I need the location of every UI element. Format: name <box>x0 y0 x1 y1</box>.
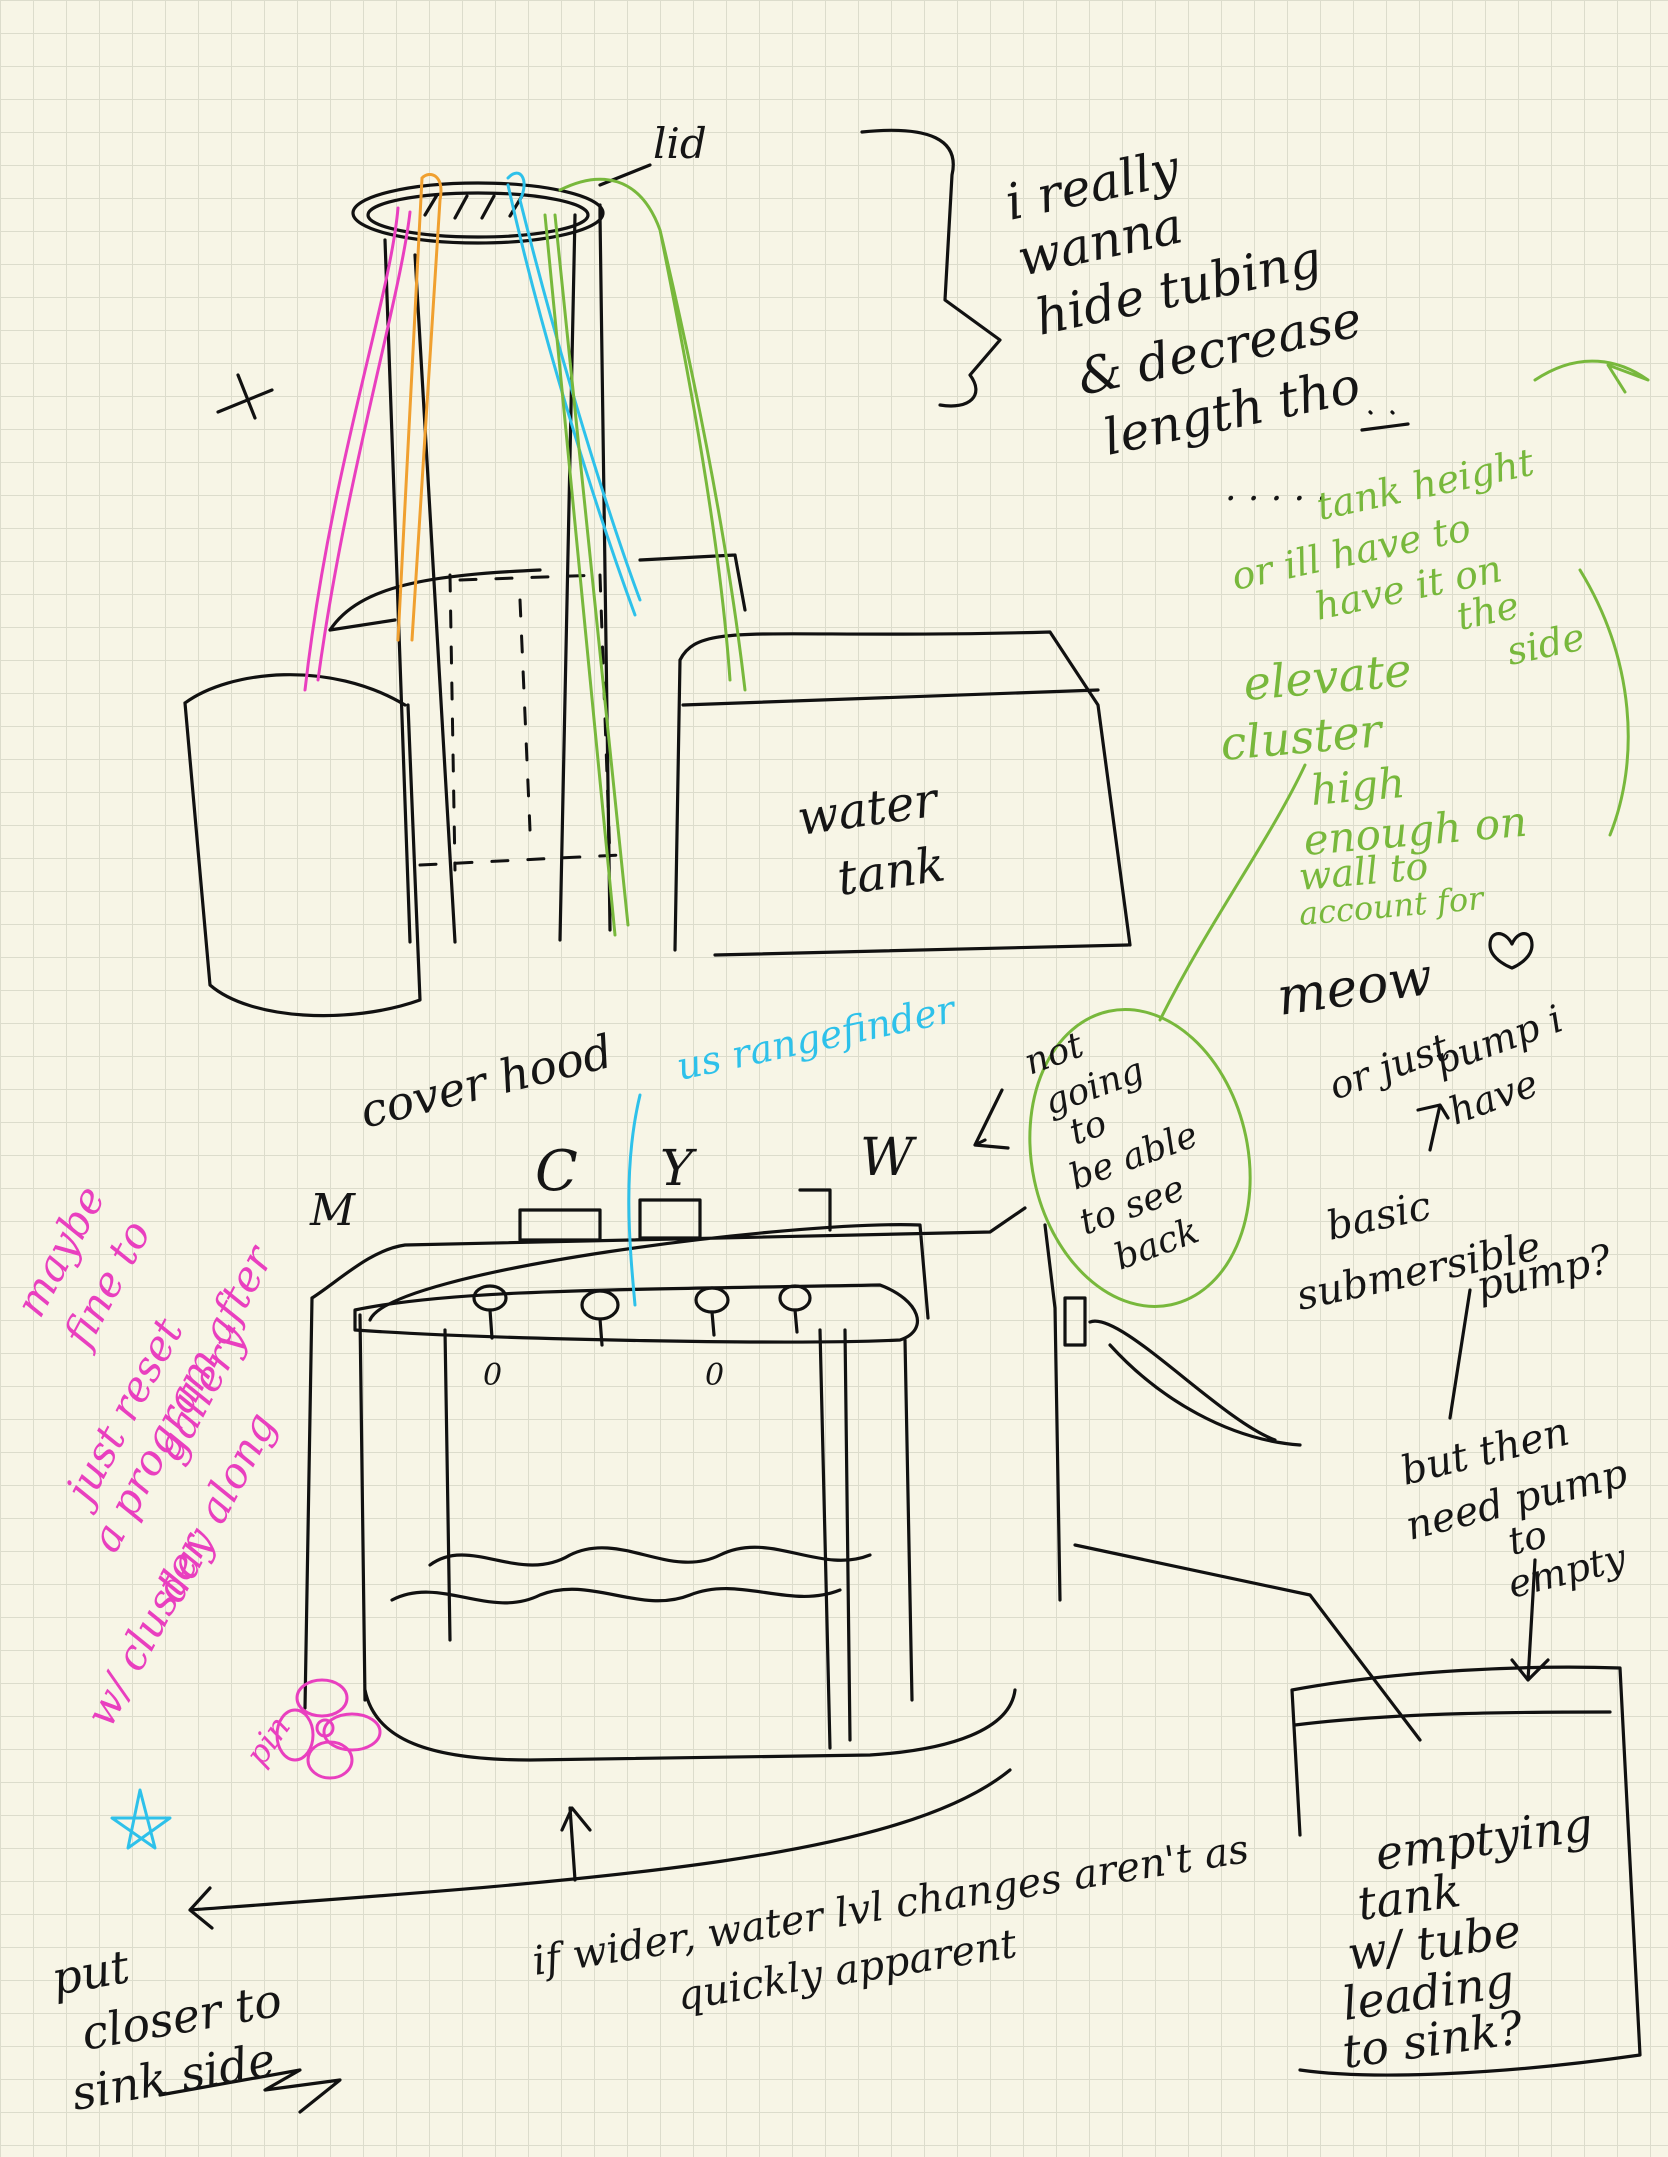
heart-icon <box>1488 932 1534 970</box>
sink-arrow <box>188 1768 1012 1930</box>
lid-leader-line <box>598 163 652 187</box>
svg-text:pump i: pump i <box>1428 996 1568 1083</box>
svg-text:put: put <box>48 1939 134 2006</box>
basin-bottom <box>363 1688 1017 1762</box>
rangefinder-wire <box>627 1093 642 1307</box>
bracket <box>860 128 1002 408</box>
lid-holes <box>423 193 524 220</box>
svg-text:or just: or just <box>1323 1024 1455 1108</box>
water-tank-outline <box>673 630 1132 957</box>
hood-shelf <box>353 1283 919 1344</box>
green-leader <box>1158 763 1307 1022</box>
back-box-top <box>328 568 542 632</box>
hood-side <box>1043 1223 1062 1602</box>
water-wave-2 <box>390 1586 842 1605</box>
lid-inner-ellipse <box>366 191 590 239</box>
pink-tube <box>303 206 412 692</box>
zero-label-right: 0 <box>705 1358 724 1393</box>
us-rangefinder-label: us rangefinder <box>673 986 962 1088</box>
svg-text:water: water <box>794 771 944 846</box>
note-elevate-cluster: elevate cluster high enough on wall to a… <box>1218 642 1529 932</box>
note-basic-pump: basic submersible pump? <box>1293 1183 1616 1320</box>
svg-text:tank: tank <box>834 836 949 906</box>
note-put-closer: put closer to sink side <box>48 1939 286 2121</box>
orange-tube <box>396 173 443 642</box>
svg-text:w/ cluster: w/ cluster <box>76 1523 220 1735</box>
lid-label: lid <box>653 119 707 168</box>
svg-text:C: C <box>535 1139 578 1204</box>
note-hide-tubing: i really wanna hide tubing & decrease le… <box>1000 138 1366 466</box>
water-wave-1 <box>428 1545 872 1567</box>
svg-text:Y: Y <box>660 1139 697 1197</box>
stand-legs <box>358 1313 914 1750</box>
green-arrow <box>1533 359 1650 394</box>
zero-label-left: 0 <box>483 1358 502 1393</box>
blue-tube <box>506 171 642 617</box>
wider-arrow <box>560 1806 592 1882</box>
green-connector <box>1578 568 1630 837</box>
star-icon <box>110 1788 172 1850</box>
note-water-tank: water tank <box>794 771 949 906</box>
drain-tube <box>1073 1543 1422 1742</box>
sink-underline <box>158 2068 342 2114</box>
note-emptying-tank: emptying tank w/ tube leading to sink? <box>1339 1797 1596 2079</box>
cover-hood-label: cover hood <box>355 1024 618 1139</box>
svg-text:basic: basic <box>1323 1183 1435 1250</box>
svg-text:W: W <box>860 1128 917 1188</box>
bottom-stand-drawing: 0 0 <box>303 1188 1642 2077</box>
flower-icon <box>275 1678 382 1780</box>
top-assembly-drawing <box>183 128 1410 1018</box>
bottle-cluster <box>472 1188 832 1347</box>
svg-text:emptying: emptying <box>1372 1797 1596 1881</box>
emptying-tank <box>1290 1665 1642 2077</box>
right-back-top <box>638 553 747 612</box>
svg-text:high: high <box>1309 758 1407 815</box>
outlet-pipe <box>1063 1296 1302 1447</box>
svg-text:M: M <box>309 1185 356 1236</box>
svg-text:elevate: elevate <box>1241 642 1413 710</box>
empty-arrow <box>1510 1558 1550 1682</box>
pump-arrow <box>1416 1103 1472 1420</box>
not-going-arrow <box>973 1088 1010 1150</box>
note-need-pump: but then need pump to empty <box>1396 1409 1632 1607</box>
x-mark <box>216 373 274 420</box>
hidden-box-dashed <box>418 573 622 872</box>
smiley-face-icon <box>1360 410 1410 432</box>
left-container <box>183 673 422 1018</box>
pin-label: pin <box>237 1709 298 1773</box>
ellipsis: . . . . . <box>1225 468 1328 509</box>
cover-hood <box>303 1206 1027 1710</box>
green-tube <box>543 177 747 937</box>
note-maybe-reset: maybe fine to just reset a program after… <box>6 1178 286 1735</box>
cluster-letters: M C Y W <box>309 1128 917 1236</box>
meow-note: meow <box>1273 947 1436 1028</box>
column-outline <box>383 203 612 944</box>
green-bubble <box>1028 1008 1252 1308</box>
lid-ellipse <box>351 181 605 245</box>
